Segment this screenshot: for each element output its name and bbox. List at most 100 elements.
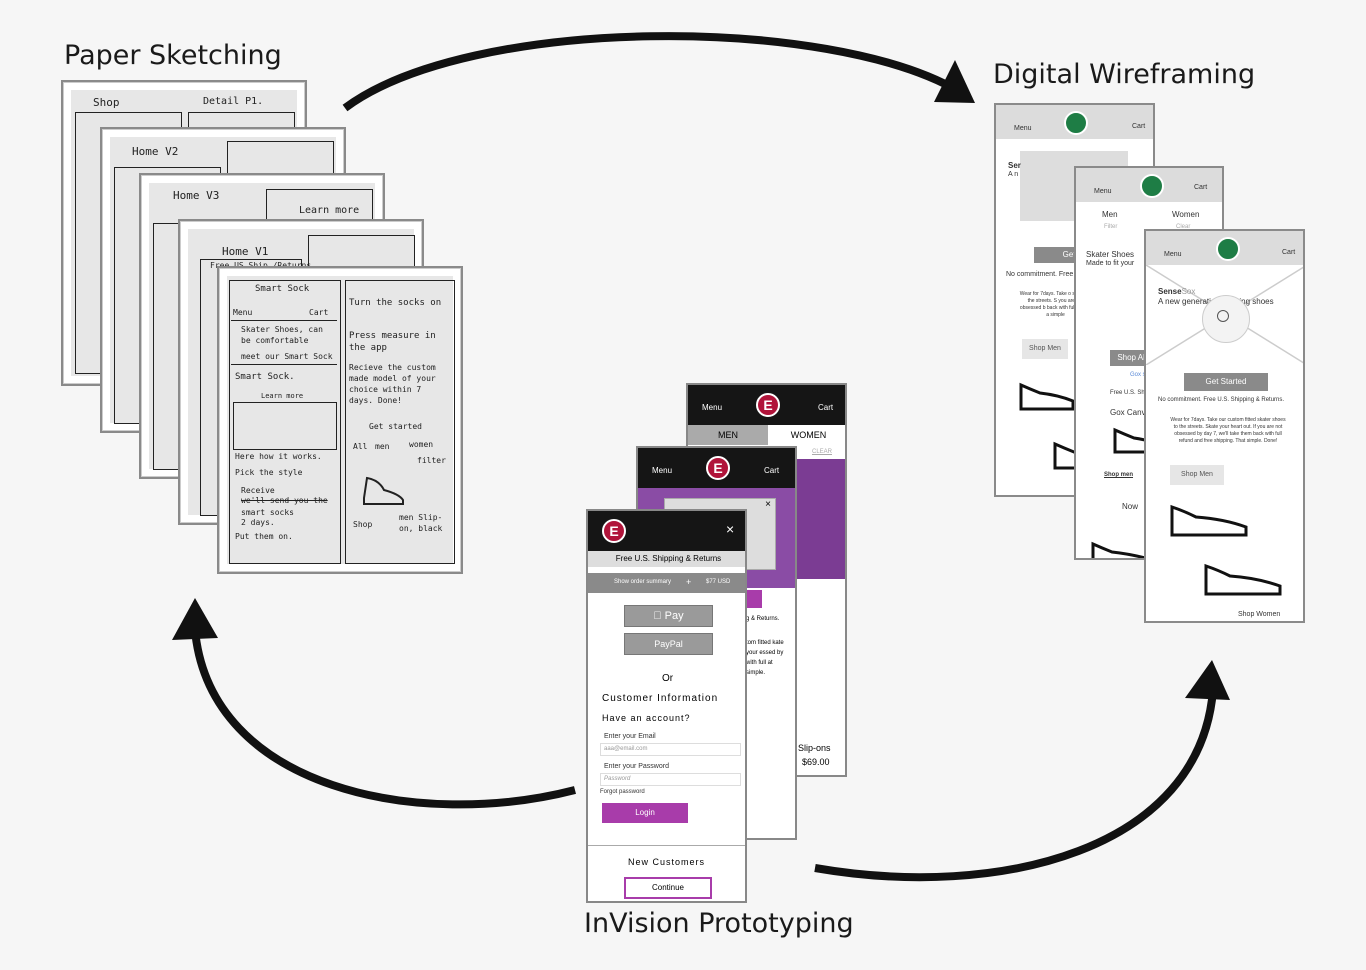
- sketch-smartsocks: smart socks: [241, 508, 294, 517]
- sketch-cart: Cart: [309, 308, 329, 317]
- zoom-circle: [1202, 295, 1250, 343]
- wf-cart: Cart: [1132, 123, 1146, 130]
- wf-gox-link[interactable]: Gox s: [1130, 372, 1146, 378]
- sketch-divider: [231, 320, 337, 321]
- digital-wireframing-title: Digital Wireframing: [993, 59, 1256, 90]
- proto-accent-button[interactable]: [744, 590, 762, 608]
- wf-shop-women[interactable]: Shop Women: [1238, 611, 1281, 618]
- proto-header: Menu E Cart: [688, 385, 845, 425]
- wf-cart: Cart: [1194, 184, 1208, 191]
- sketch-divider: [231, 364, 337, 365]
- wf-partial-sub: A n: [1008, 171, 1019, 178]
- proto-tab-men[interactable]: MEN: [688, 425, 768, 445]
- wf-now: Now: [1122, 502, 1139, 511]
- proto-summary-label: Show order summary: [614, 579, 672, 585]
- wf-no-commitment: No commitment. Free U: [1006, 271, 1081, 278]
- proto-total: $77 USD: [706, 579, 731, 585]
- wf-brand-sox: Sox: [1181, 287, 1196, 296]
- proto-clear[interactable]: CLEAR: [812, 449, 833, 455]
- wf-partial-title: Ser: [1008, 161, 1021, 170]
- wf-shop-men-link[interactable]: Shop men: [1104, 472, 1134, 478]
- continue-button[interactable]: Continue: [624, 877, 712, 899]
- sketch-menu: Menu: [233, 308, 253, 317]
- wf-get-started-button[interactable]: Get Started: [1184, 373, 1268, 391]
- proto-product-name: Slip-ons: [798, 743, 831, 753]
- sketch-how: Here how it works.: [235, 452, 322, 461]
- arrow-prototype-to-paper: [191, 629, 576, 809]
- proto-customer-info: Customer Information: [602, 693, 719, 704]
- wf-wear: Wear for 7days. Take o shoes to the stre…: [1019, 291, 1092, 318]
- wf-menu: Menu: [1164, 251, 1182, 258]
- close-icon[interactable]: ×: [726, 521, 735, 537]
- proto-new-customers: New Customers: [628, 857, 706, 867]
- password-field[interactable]: Password: [600, 773, 741, 786]
- shoe-icon: [1019, 382, 1075, 411]
- arrow-prototype-to-wireframe: [814, 689, 1217, 882]
- sketch-receive: Receive: [241, 486, 275, 495]
- wf-shop-all-button[interactable]: Shop All: [1110, 350, 1154, 366]
- close-icon[interactable]: ×: [765, 499, 771, 510]
- sketch-home-frame: [229, 280, 341, 564]
- wf-made: Made to fit your: [1086, 260, 1135, 267]
- proto-menu[interactable]: Menu: [702, 403, 723, 412]
- shoe-icon: [1170, 504, 1248, 537]
- login-button[interactable]: Login: [602, 803, 688, 823]
- email-label: Enter your Email: [604, 733, 656, 740]
- paper-sheet-5: Smart Sock Menu Cart Skater Shoes, can b…: [217, 266, 463, 574]
- proto-order-summary[interactable]: Show order summary + $77 USD: [588, 573, 745, 593]
- wf-shop-men-button[interactable]: Shop Men: [1022, 339, 1068, 359]
- sheet4-free-shipping: Free US Ship./Returns: [210, 261, 311, 270]
- sketch-shoe-name: men Slip-on, black: [399, 513, 443, 533]
- wf-wear: Wear for 7days. Take our custom fitted s…: [1170, 417, 1286, 444]
- wf-gox-canvas: Gox Canv: [1110, 408, 1146, 417]
- sketch-days: 2 days.: [241, 518, 275, 527]
- wf-filter[interactable]: Filter: [1104, 224, 1118, 230]
- proto-cart[interactable]: Cart: [818, 403, 834, 412]
- shoe-icon: [1204, 563, 1282, 596]
- proto-header: E ×: [588, 511, 745, 551]
- proto-free-shipping: Free U.S. Shipping & Returns: [588, 551, 745, 567]
- proto-cart[interactable]: Cart: [764, 466, 780, 475]
- wf-skater: Skater Shoes: [1086, 250, 1135, 259]
- apple-pay-label: Pay: [659, 610, 684, 622]
- wireframe-home-v2: Menu Cart SenseSox A new generation of f…: [1144, 229, 1305, 623]
- proto-or: Or: [662, 673, 674, 684]
- sketch-shop: Shop: [353, 520, 373, 529]
- proto-text: tom fitted kate your essed by with full …: [746, 640, 784, 676]
- sketch-receive-custom: Recieve the custom made model of your ch…: [349, 363, 436, 405]
- divider: [588, 845, 745, 846]
- sketch-logo: Smart Sock: [255, 284, 310, 294]
- wf-menu: Menu: [1094, 188, 1112, 195]
- sheet1-title: Shop: [93, 96, 120, 109]
- wf-clear[interactable]: Clear: [1176, 224, 1191, 230]
- forgot-password-link[interactable]: Forgot password: [600, 789, 645, 795]
- wf-menu: Menu: [1014, 125, 1032, 132]
- apple-pay-button[interactable]:  Pay: [624, 605, 713, 627]
- wf-brand: SenseSox: [1158, 287, 1195, 296]
- sheet2-title: Home V2: [132, 145, 179, 158]
- sheet3-title: Home V3: [173, 189, 220, 202]
- proto-header: Menu E Cart: [638, 448, 795, 488]
- sketch-put: Put them on.: [235, 532, 293, 541]
- prototype-checkout: E × Free U.S. Shipping & Returns Show or…: [586, 509, 747, 903]
- paypal-button[interactable]: PayPal: [624, 633, 713, 655]
- sketch-smart-sock: Smart Sock.: [235, 372, 295, 382]
- sketch-turn: Turn the socks on: [349, 298, 442, 308]
- sheet4-title: Home V1: [222, 245, 269, 258]
- logo-icon: [1216, 237, 1240, 261]
- sketch-send: we'll send you the: [241, 496, 328, 505]
- proto-menu[interactable]: Menu: [652, 466, 673, 475]
- sheet1-title-2: Detail P1.: [203, 96, 264, 107]
- apple-icon: : [653, 610, 661, 622]
- wf-tab-women[interactable]: Women: [1172, 210, 1200, 219]
- proto-tab-women[interactable]: WOMEN: [768, 425, 845, 445]
- logo-icon: [1140, 174, 1164, 198]
- sketch-men: men: [375, 442, 390, 451]
- logo-icon: E: [706, 456, 730, 480]
- wf-shop-men-button[interactable]: Shop Men: [1170, 465, 1224, 485]
- email-field[interactable]: aaa@email.com: [600, 743, 741, 756]
- wf-tab-men[interactable]: Men: [1102, 210, 1118, 219]
- proto-returns: g & Returns.: [746, 616, 780, 622]
- sketch-shoe-icon: [363, 476, 404, 505]
- zoom-icon[interactable]: [1217, 310, 1229, 322]
